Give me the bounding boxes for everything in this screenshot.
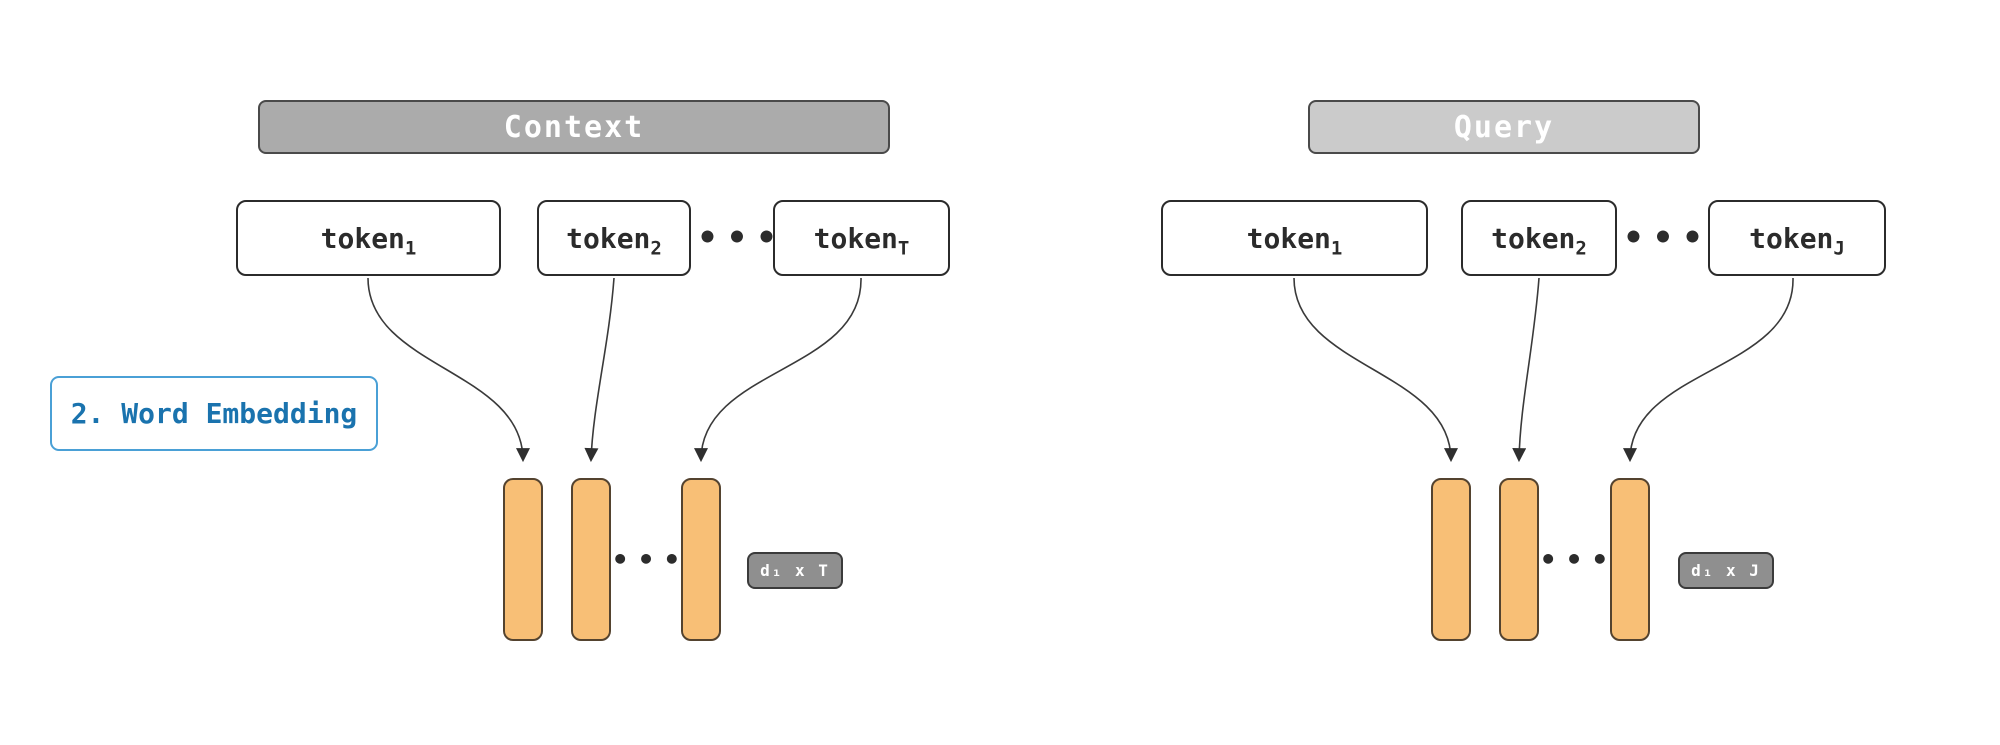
token-label: token1 <box>320 221 417 260</box>
context-embedding-bar-1 <box>503 478 543 641</box>
context-dims-badge-label: d₁ x T <box>760 561 830 580</box>
query-token-ellipsis: ••• <box>1623 218 1712 258</box>
query-dims-badge-label: d₁ x J <box>1691 561 1761 580</box>
token-label: token1 <box>1246 221 1343 260</box>
context-token-1-box: token1 <box>236 200 501 276</box>
step-label-word-embedding: 2. Word Embedding <box>50 376 378 451</box>
step-label-text: 2. Word Embedding <box>70 397 358 430</box>
context-embedding-bar-3 <box>681 478 721 641</box>
arrow-query-tokenJ-to-bar3 <box>1623 277 1794 463</box>
token-label: token2 <box>1491 221 1587 260</box>
arrow-query-token1-to-bar1 <box>1293 277 1458 463</box>
query-token-2-box: token2 <box>1461 200 1617 276</box>
context-header-label: Context <box>503 109 645 145</box>
token-label: tokenJ <box>1749 221 1845 260</box>
context-token-T-box: tokenT <box>773 200 950 276</box>
query-embedding-bar-3 <box>1610 478 1650 641</box>
query-token-1-box: token1 <box>1161 200 1428 276</box>
query-dims-badge: d₁ x J <box>1678 552 1774 589</box>
query-header: Query <box>1308 100 1700 154</box>
query-bar-ellipsis: ••• <box>1539 543 1618 576</box>
arrow-context-token1-to-bar1 <box>367 277 530 463</box>
context-bar-ellipsis: ••• <box>611 543 690 576</box>
token-label: token2 <box>566 221 662 260</box>
context-dims-badge: d₁ x T <box>747 552 843 589</box>
token-label: tokenT <box>813 221 910 260</box>
arrow-context-tokenT-to-bar3 <box>694 277 862 463</box>
query-header-label: Query <box>1453 109 1555 145</box>
context-token-2-box: token2 <box>537 200 691 276</box>
context-header: Context <box>258 100 890 154</box>
context-token-ellipsis: ••• <box>697 218 786 258</box>
arrow-context-token2-to-bar2 <box>584 277 615 463</box>
query-embedding-bar-1 <box>1431 478 1471 641</box>
context-embedding-bar-2 <box>571 478 611 641</box>
query-embedding-bar-2 <box>1499 478 1539 641</box>
arrow-query-token2-to-bar2 <box>1512 277 1540 463</box>
query-token-J-box: tokenJ <box>1708 200 1886 276</box>
